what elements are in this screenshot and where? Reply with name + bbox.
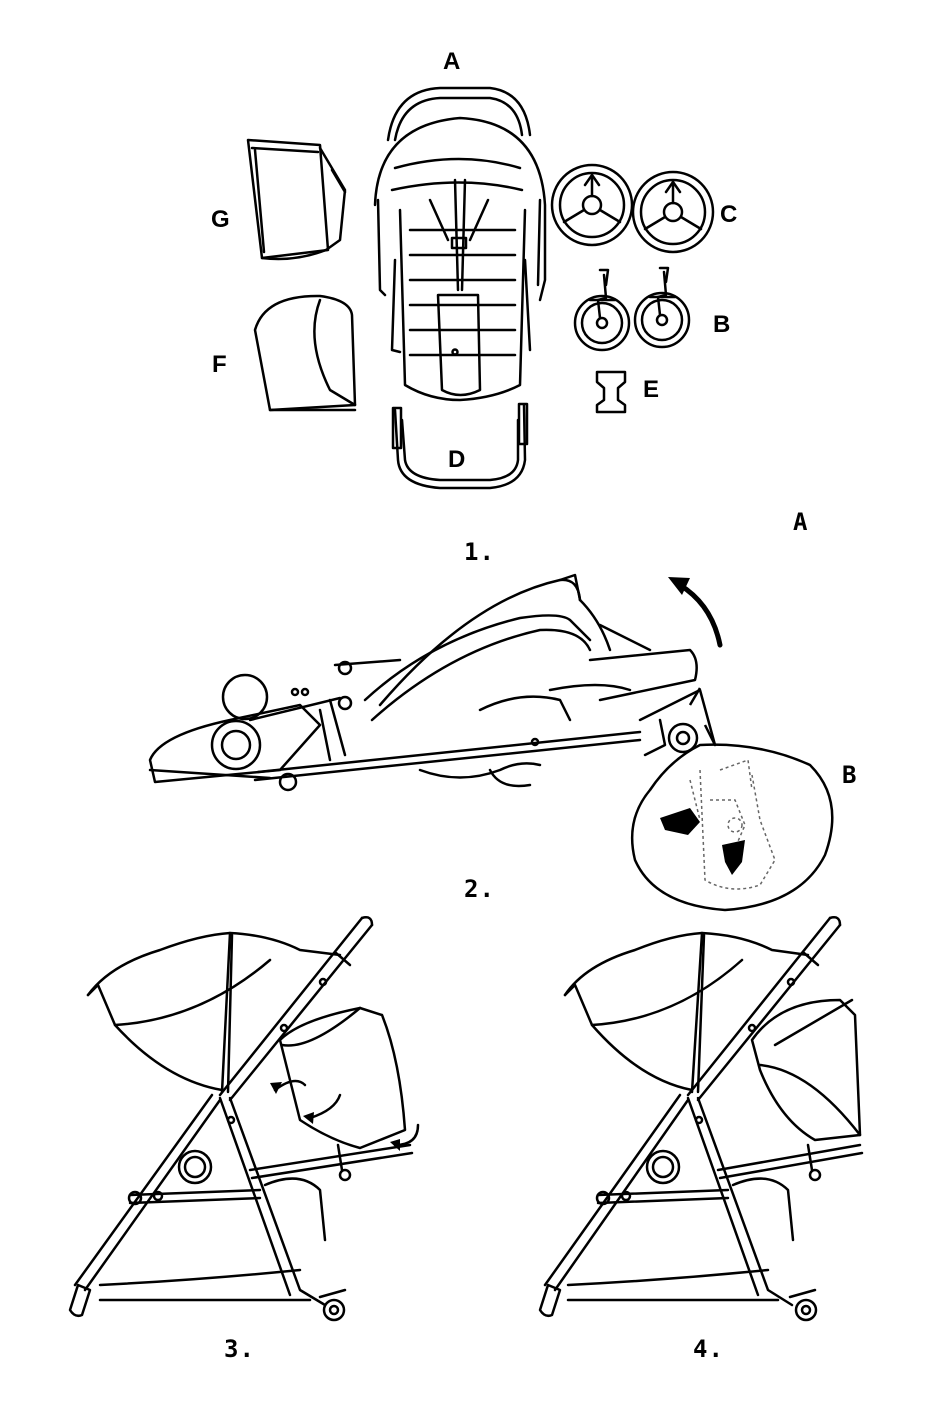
part-label-f: F	[212, 353, 227, 377]
step-number-4: 4.	[693, 1337, 724, 1361]
step-3-illustration	[70, 917, 418, 1320]
detail-arrow-left-icon	[660, 808, 700, 835]
step-3-arrow-3-icon	[390, 1139, 400, 1151]
part-label-b: B	[713, 313, 730, 337]
part-label-a: A	[443, 50, 460, 74]
step-1-illustration	[150, 575, 720, 790]
detail-arrow-down-icon	[722, 840, 745, 875]
part-b-front-wheels-drawing	[575, 268, 689, 350]
part-label-e: E	[643, 378, 659, 402]
step-number-1: 1.	[464, 540, 495, 564]
part-label-d: D	[448, 448, 465, 472]
part-f-cover-drawing	[255, 296, 355, 410]
part-a-seat-drawing	[375, 88, 545, 400]
callout-label-a: A	[793, 510, 808, 534]
part-c-wheels-drawing	[552, 165, 713, 252]
callout-label-b: B	[842, 763, 857, 787]
step-2-detail-illustration	[632, 688, 832, 910]
step-4-illustration	[540, 917, 862, 1320]
part-g-basket-drawing	[248, 140, 345, 259]
step-number-2: 2.	[464, 877, 495, 901]
step-number-3: 3.	[224, 1337, 255, 1361]
part-e-connector-drawing	[597, 372, 625, 412]
part-label-g: G	[211, 208, 230, 232]
step-3-arrow-1-icon	[270, 1082, 282, 1094]
part-label-c: C	[720, 203, 737, 227]
